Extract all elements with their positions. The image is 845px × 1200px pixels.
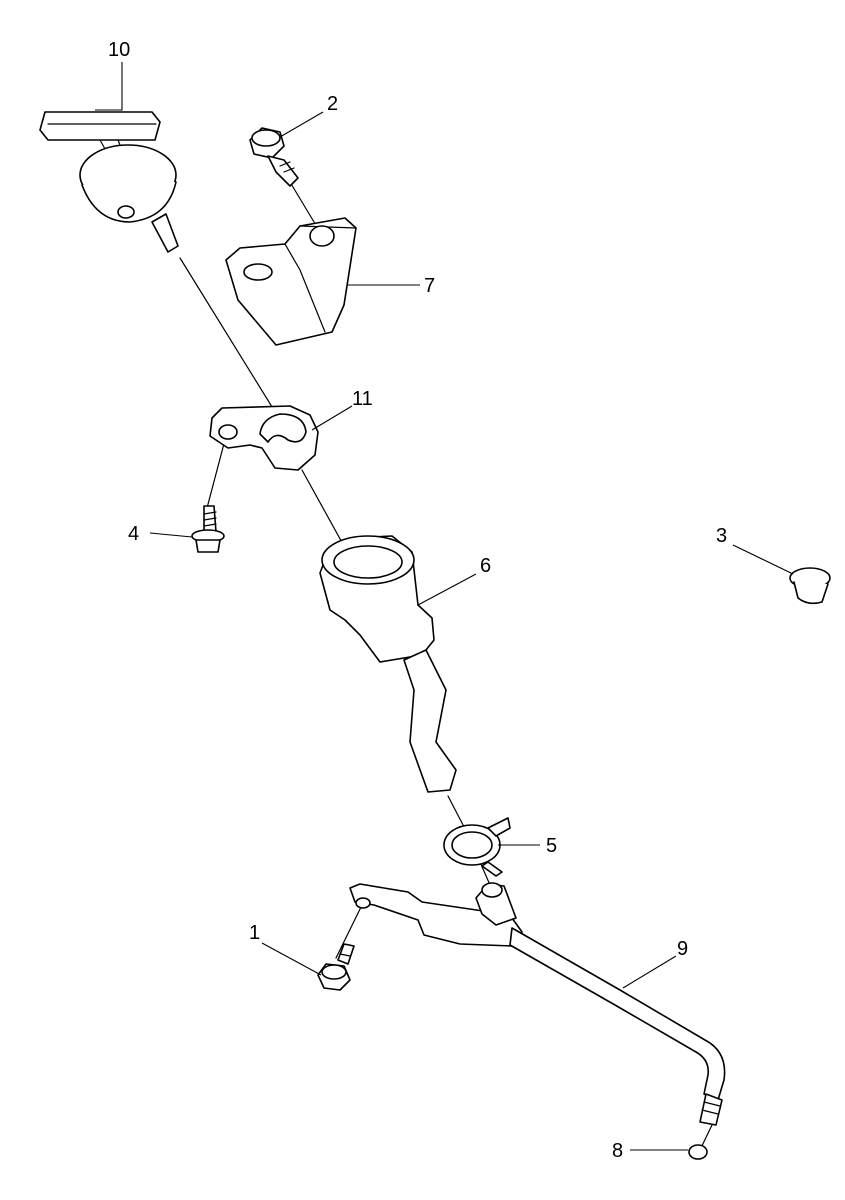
leader-lines bbox=[95, 62, 794, 1151]
bolt-2-part[interactable] bbox=[249, 127, 299, 187]
pipe-9-part[interactable] bbox=[349, 882, 726, 1126]
clamp-11-part[interactable] bbox=[209, 405, 319, 471]
callout-10: 10 bbox=[108, 39, 130, 61]
bolt-4-part[interactable] bbox=[191, 505, 225, 553]
bolt-1-part[interactable] bbox=[317, 943, 355, 991]
cap-3-part[interactable] bbox=[789, 567, 831, 605]
bracket-7-part[interactable] bbox=[225, 217, 357, 346]
callout-8: 8 bbox=[612, 1140, 623, 1162]
callout-3: 3 bbox=[716, 525, 727, 547]
callout-labels: 10 2 7 11 4 3 6 5 1 9 8 bbox=[108, 39, 727, 1162]
callout-6: 6 bbox=[480, 555, 491, 577]
callout-7: 7 bbox=[424, 275, 435, 297]
guide-tube-6-part[interactable] bbox=[319, 535, 457, 793]
callout-9: 9 bbox=[677, 938, 688, 960]
hose-clamp-5-part[interactable] bbox=[443, 817, 511, 877]
callout-1: 1 bbox=[249, 922, 260, 944]
o-ring-8-part[interactable] bbox=[688, 1144, 708, 1160]
callout-4: 4 bbox=[128, 523, 139, 545]
dipstick-part[interactable] bbox=[39, 111, 179, 253]
callout-5: 5 bbox=[546, 835, 557, 857]
callout-2: 2 bbox=[327, 93, 338, 115]
callout-11: 11 bbox=[352, 388, 373, 410]
